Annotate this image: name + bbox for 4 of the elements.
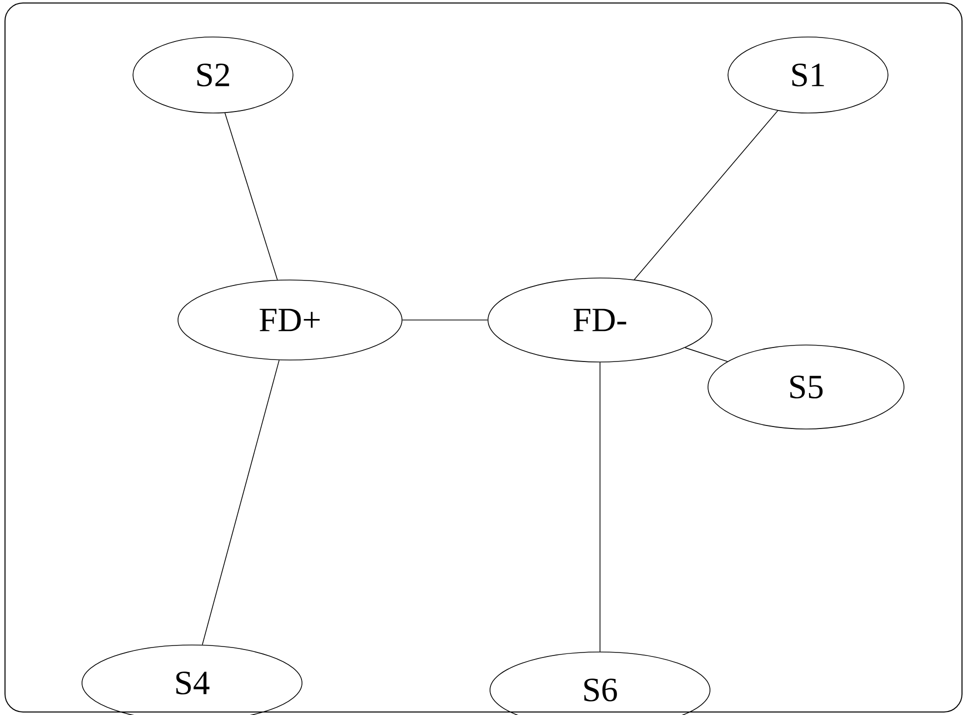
connector-line <box>634 110 778 280</box>
connector-line <box>684 347 728 362</box>
connector-line <box>202 360 280 646</box>
connector-line <box>224 112 278 280</box>
